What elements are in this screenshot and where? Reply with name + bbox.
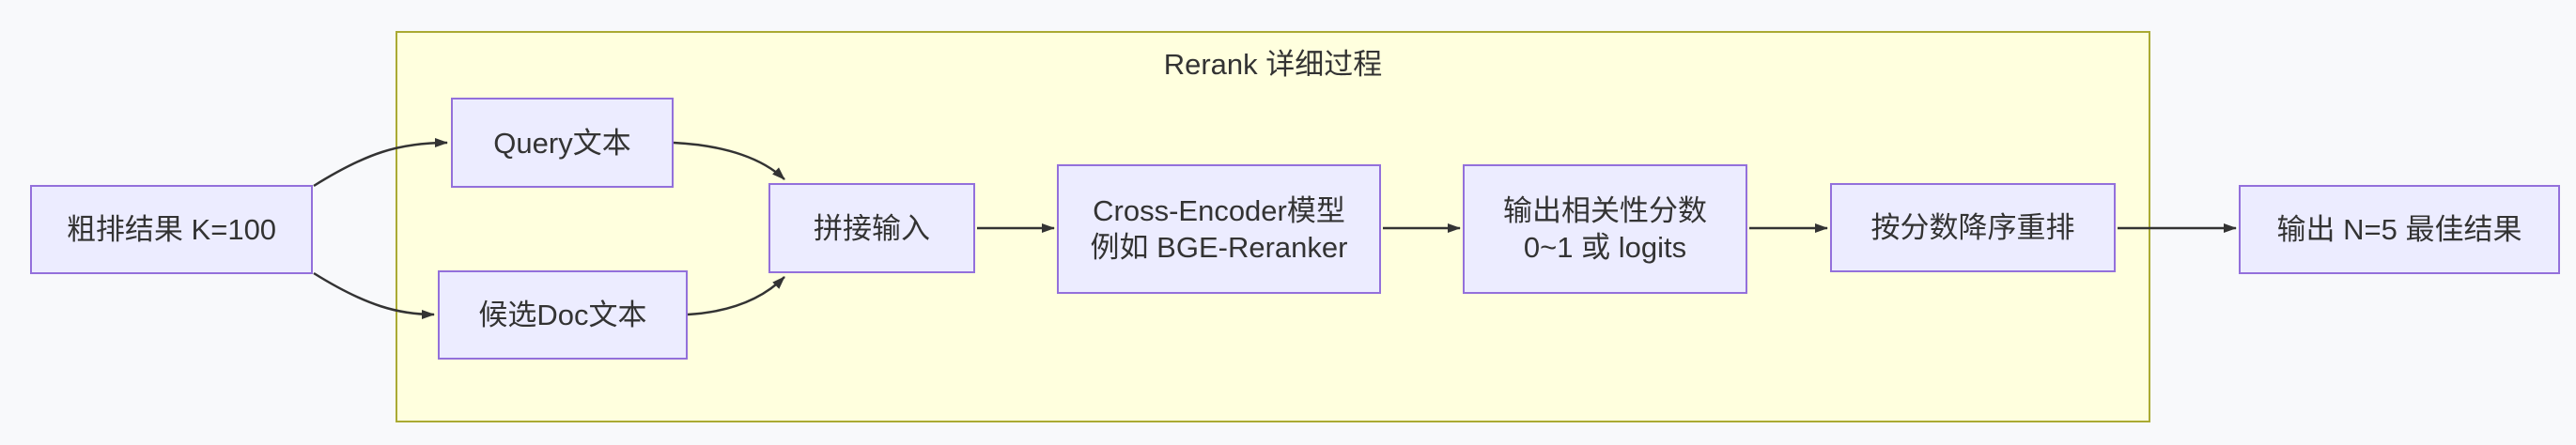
node-sort-by-score-desc: 按分数降序重排 [1830,183,2116,272]
node-cross-encoder-model: Cross-Encoder模型 例如 BGE-Reranker [1057,164,1381,294]
node-final-top-n-output: 输出 N=5 最佳结果 [2239,185,2560,274]
node-label: 按分数降序重排 [1870,211,2075,244]
node-concat-input: 拼接输入 [768,183,975,273]
subgraph-title: Rerank 详细过程 [1163,48,1383,81]
node-label-line2: 例如 BGE-Reranker [1090,231,1348,264]
node-relevance-score-output: 输出相关性分数 0~1 或 logits [1463,164,1747,294]
node-label: 输出 N=5 最佳结果 [2276,213,2522,246]
node-label: 候选Doc文本 [478,299,647,331]
node-label: 粗排结果 K=100 [66,213,277,246]
node-coarse-rank-results: 粗排结果 K=100 [30,185,313,274]
node-candidate-doc-text: 候选Doc文本 [438,270,688,360]
node-label-line2: 0~1 或 logits [1523,231,1687,264]
node-query-text: Query文本 [451,98,674,188]
node-label: Query文本 [493,126,631,160]
node-label-line1: 输出相关性分数 [1503,194,1707,227]
node-label-line1: Cross-Encoder模型 [1093,194,1345,227]
node-label: 拼接输入 [814,211,930,245]
